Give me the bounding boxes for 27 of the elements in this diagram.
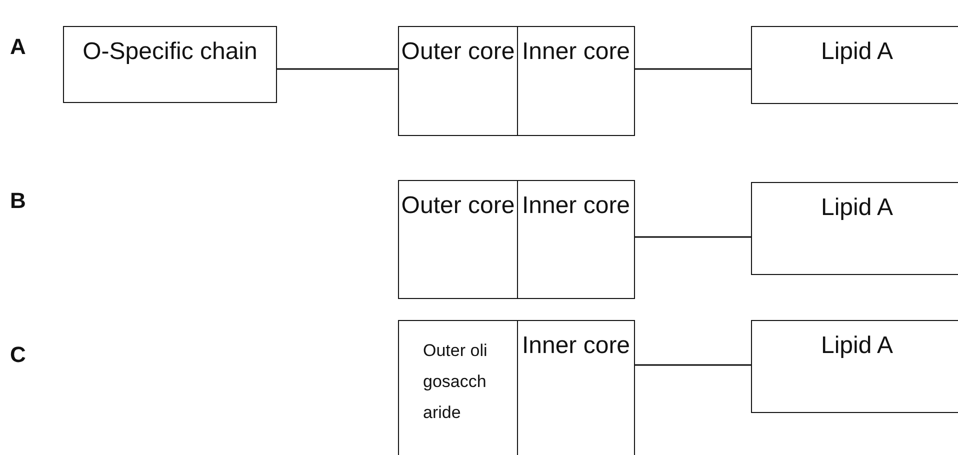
label-box: [751, 26, 958, 104]
connector-line: [635, 68, 751, 70]
box-label: Outer core: [401, 37, 515, 67]
connector-line: [635, 364, 751, 366]
panel-letter: A: [10, 34, 26, 60]
box-label: Inner core: [522, 191, 630, 221]
panel-letter: C: [10, 342, 26, 368]
box-label: Inner core: [522, 331, 630, 361]
label-box: [751, 320, 958, 413]
connector-line: [277, 68, 398, 70]
box-label: Lipid A: [820, 193, 894, 223]
box-label: Outer core: [401, 191, 515, 221]
box-label: Outer oligosaccharide: [423, 340, 488, 424]
label-box: [63, 26, 277, 103]
label-box: [517, 180, 635, 299]
box-label: Lipid A: [820, 331, 894, 361]
box-label: Inner core: [522, 37, 630, 67]
label-box: [751, 182, 958, 275]
label-box: [398, 26, 518, 136]
label-box: [398, 320, 518, 455]
connector-line: [635, 236, 751, 238]
label-box: [517, 26, 635, 136]
box-label: Lipid A: [820, 37, 894, 67]
label-box: [517, 320, 635, 455]
label-box: [398, 180, 518, 299]
box-label: O-Specific chain: [82, 37, 258, 67]
panel-letter: B: [10, 188, 26, 214]
